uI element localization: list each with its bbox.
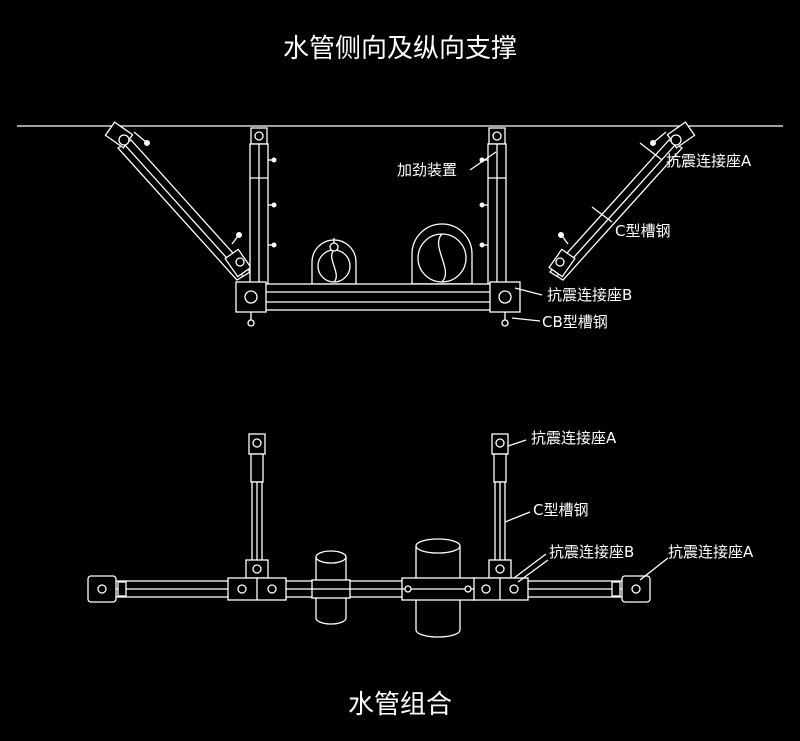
- label-lower-connector-a-right: 抗震连接座A: [668, 543, 754, 561]
- diagram-title-top: 水管侧向及纵向支撑: [282, 34, 517, 64]
- cb-channel-beam: [235, 281, 521, 327]
- end-connector-left: [87, 575, 127, 603]
- right-vertical-channel: [479, 127, 507, 285]
- right-vertical-post: [471, 433, 529, 601]
- label-stiffener: 加劲装置: [397, 161, 457, 179]
- label-lower-c-channel: C型槽钢: [533, 501, 588, 519]
- label-upper-connector-b: 抗震连接座B: [547, 286, 632, 304]
- right-diagonal-brace: [548, 121, 696, 281]
- upper-assembly: 抗震连接座A 加劲装置 C型槽钢 抗震连接座B CB型槽钢: [17, 121, 783, 331]
- label-lower-connector-b: 抗震连接座B: [549, 543, 634, 561]
- label-cb-channel: CB型槽钢: [542, 313, 608, 331]
- lower-assembly: 抗震连接座A C型槽钢 抗震连接座B 抗震连接座A: [87, 429, 754, 638]
- large-vertical-pipe: [401, 538, 475, 638]
- diagram-title-bottom: 水管组合: [347, 690, 452, 720]
- end-connector-right: [611, 575, 651, 603]
- label-upper-connector-a: 抗震连接座A: [666, 152, 752, 170]
- small-pipe: [311, 238, 357, 285]
- label-upper-c-channel: C型槽钢: [615, 222, 670, 240]
- left-vertical-post: [227, 433, 287, 601]
- label-lower-connector-a-top: 抗震连接座A: [531, 429, 617, 447]
- large-pipe: [411, 223, 473, 285]
- small-vertical-pipe: [311, 550, 351, 625]
- left-diagonal-brace: [104, 121, 252, 281]
- left-vertical-channel: [249, 127, 277, 285]
- horizontal-rail: [89, 580, 646, 598]
